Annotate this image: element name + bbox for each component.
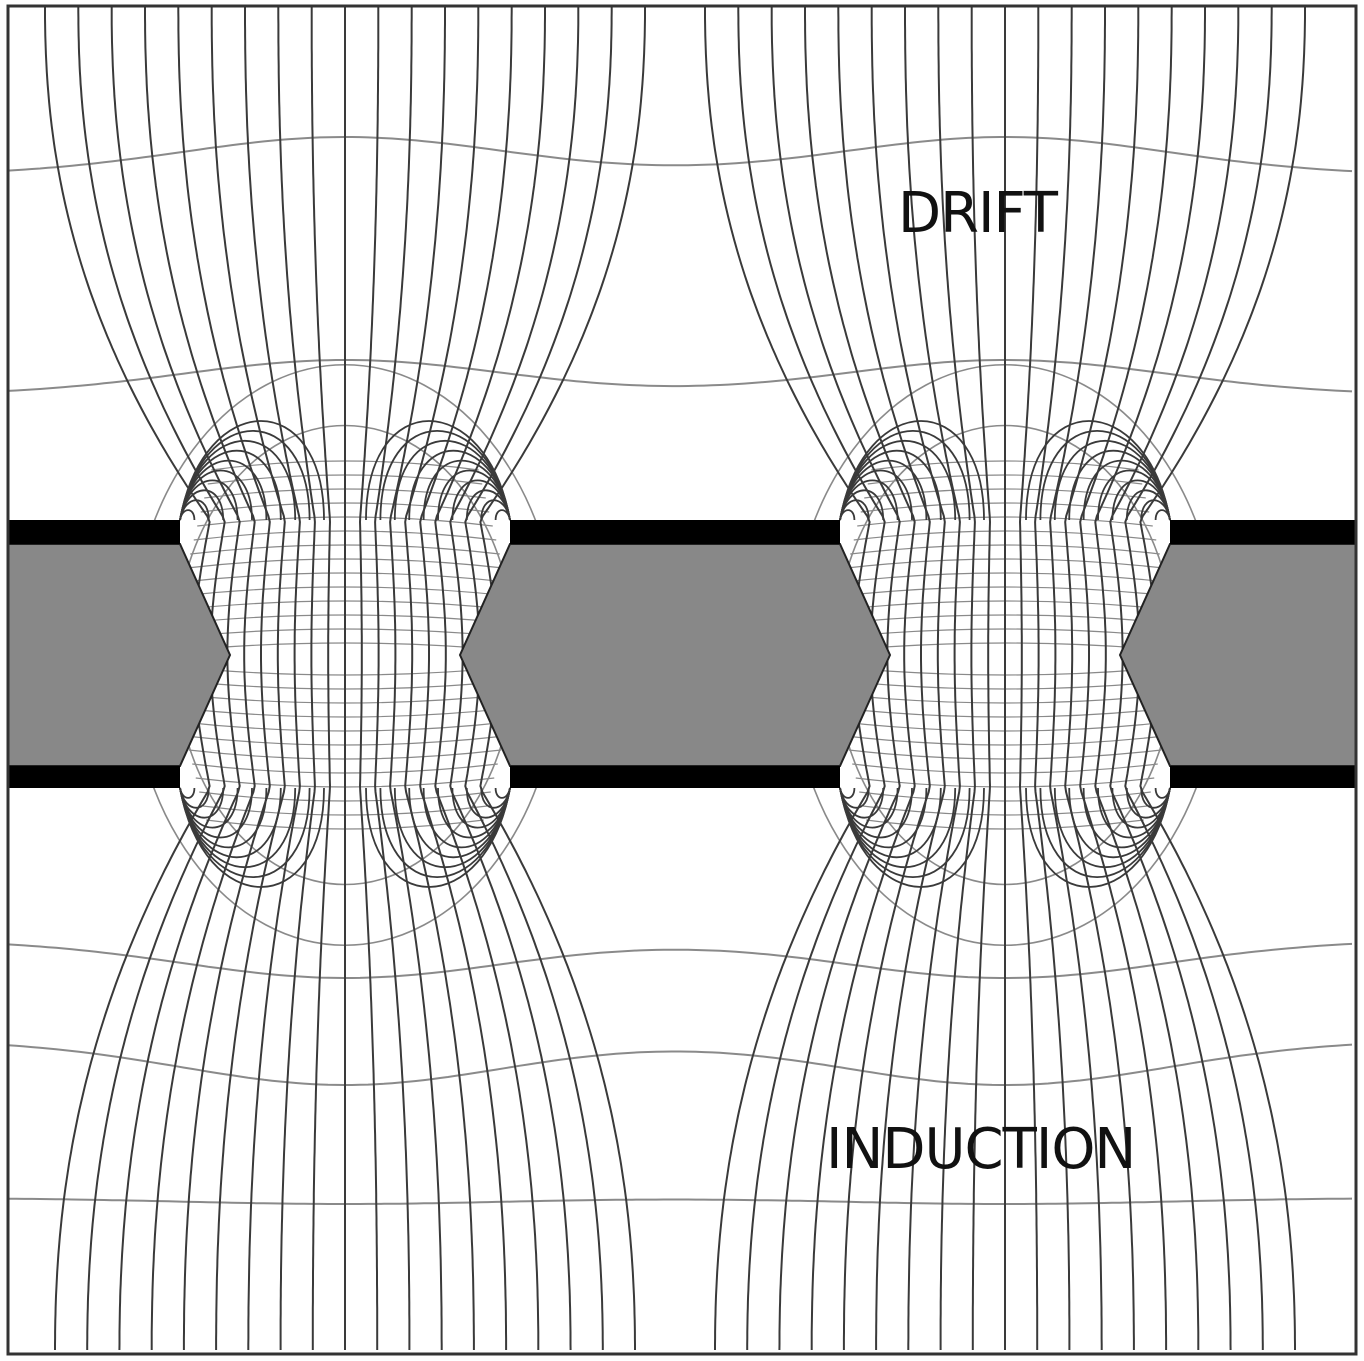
gem-foil [7,520,1357,788]
field-line [277,6,316,1350]
field-line [1094,6,1206,1350]
field-line [389,6,446,1350]
edge-loop-line [179,787,325,888]
top-electrode [1170,520,1356,544]
equipotential-line [7,1043,1353,1086]
field-line [1064,6,1140,1350]
induction-label: INDUCTION [826,1117,1135,1182]
bottom-electrode [8,766,180,788]
frame [6,4,1358,1356]
equipotential-line [7,136,1353,173]
field-line [770,6,901,1351]
field-line [1034,6,1073,1350]
top-electrode [510,520,840,544]
field-line [310,6,332,1350]
field-line [1018,6,1040,1350]
top-electrode [8,520,180,544]
edge-loop-line [365,787,511,888]
insulator-segment [1118,543,1357,767]
field-line [970,6,992,1350]
field-line [210,6,286,1350]
edge-loop-line [179,420,325,521]
edge-loop-line [365,420,511,521]
bottom-electrode [510,766,840,788]
drift-label: DRIFT [898,181,1059,246]
field-line [1109,6,1240,1351]
edge-loop-line [1025,420,1171,521]
field-line [374,6,413,1350]
insulator-segment [458,543,892,767]
field-line [904,6,961,1350]
field-line [804,6,916,1350]
edge-loop-line [1025,787,1171,888]
field-lines [44,6,1306,1351]
field-line [144,6,256,1350]
field-line [837,6,931,1350]
field-line [937,6,976,1350]
field-line [358,6,380,1350]
field-line [1049,6,1106,1350]
field-line [419,6,513,1350]
field-line [177,6,271,1350]
field-line [244,6,301,1350]
field-line [870,6,946,1350]
field-line [449,6,580,1351]
field-line [110,6,241,1351]
equipotential-line [7,359,1353,393]
edge-loop-line [839,787,985,888]
field-line [1079,6,1173,1350]
equipotential-line [7,1197,1353,1205]
edge-loop-line [839,420,985,521]
equipotential-line [7,942,1353,979]
field-line [434,6,546,1350]
bottom-electrode [1170,766,1356,788]
field-line [404,6,480,1350]
